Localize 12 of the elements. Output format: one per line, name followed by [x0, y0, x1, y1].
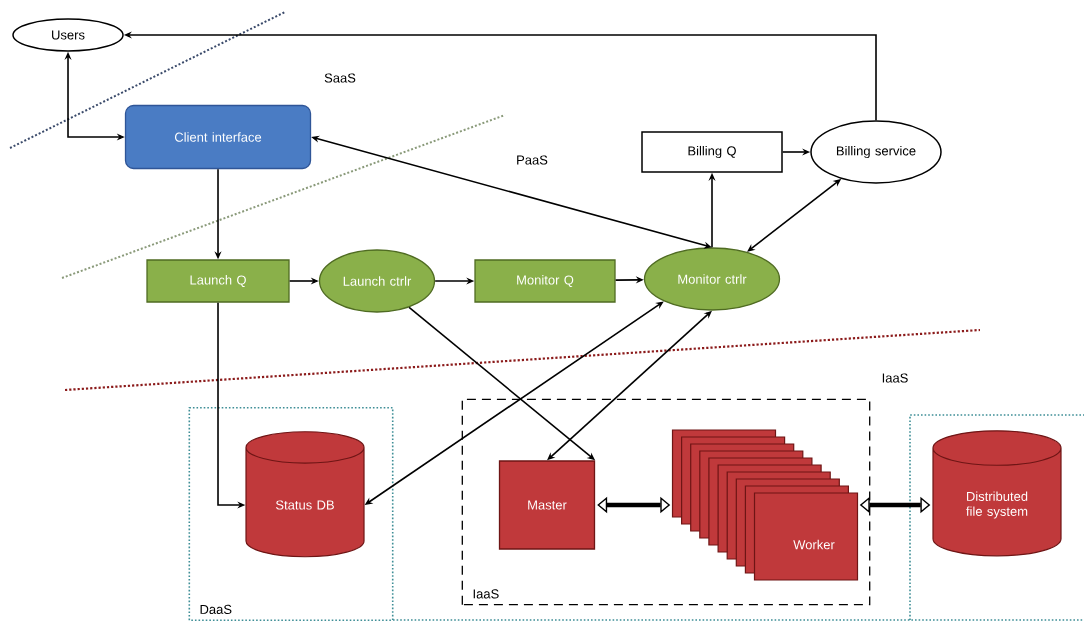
database-cylinder: Distributed file system: [932, 430, 1062, 557]
layer-label: SaaS: [324, 73, 356, 83]
queue-box: Monitor Q: [474, 259, 616, 303]
server-box: Master: [498, 460, 596, 550]
queue-box: Billing Q: [641, 131, 783, 173]
queue-box: Launch Q: [146, 259, 290, 303]
worker-stack: Worker: [671, 429, 859, 581]
layer-label: PaaS: [517, 155, 548, 165]
interface-box: Client interface: [124, 104, 312, 170]
database-cylinder: Status DB: [245, 431, 365, 558]
layer-label: IaaS: [882, 373, 908, 383]
node-label: Worker: [793, 539, 835, 550]
